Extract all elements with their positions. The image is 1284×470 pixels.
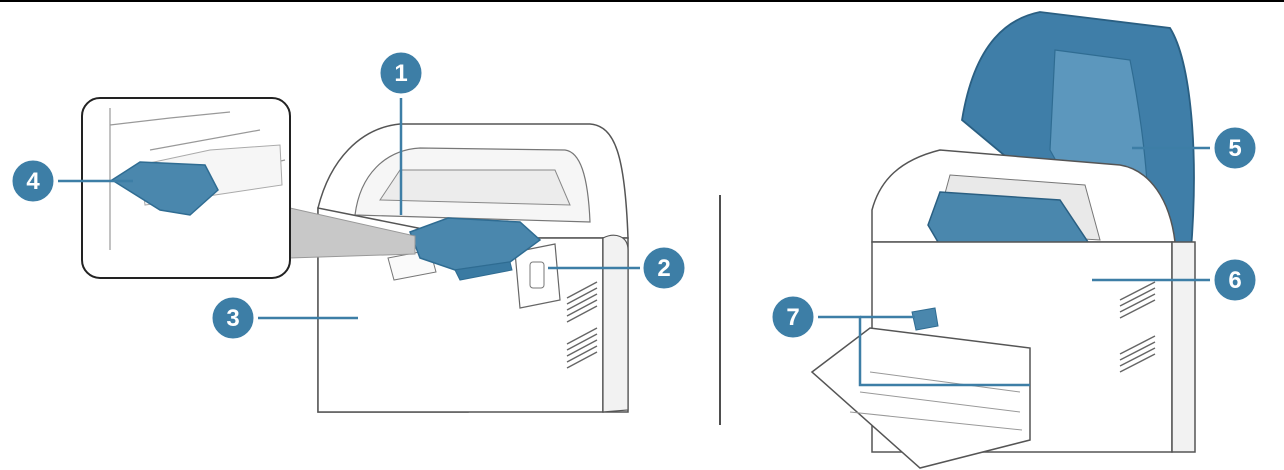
callout-label-7: 7: [786, 304, 799, 331]
power-button: [529, 261, 545, 289]
open-input-tray: [810, 327, 1031, 469]
zoom-tray-highlight: [110, 161, 219, 216]
callout-badge-5: 5: [1211, 124, 1259, 172]
paper-guide-highlight: [911, 307, 939, 331]
circle-number-badge-icon: [377, 49, 425, 97]
callout-label-1: 1: [394, 60, 407, 87]
leader-lines: [58, 98, 1210, 387]
leader-line-7: [818, 315, 1030, 387]
callout-label-5: 5: [1228, 135, 1241, 162]
callout-label-4: 4: [26, 168, 40, 195]
printer-open-view: [810, 11, 1196, 469]
callout-badge-7: 7: [769, 293, 817, 341]
callout-label-3: 3: [226, 305, 239, 332]
printer-open-side: [1171, 241, 1196, 453]
circle-number-badge-icon: [1211, 256, 1259, 304]
output-tray-highlight: [409, 217, 542, 271]
callout-badge-4: 4: [9, 157, 57, 205]
printer-side-panel: [602, 234, 629, 413]
circle-number-badge-icon: [769, 293, 817, 341]
zoom-printer-edge: [109, 108, 286, 250]
output-tray-support: [454, 261, 513, 281]
vent-grille-icon: [1119, 281, 1156, 373]
circle-number-badge-icon: [640, 244, 688, 292]
output-slot: [379, 169, 571, 206]
callout-badge-6: 6: [1211, 256, 1259, 304]
callout-badge-3: 3: [209, 294, 257, 342]
circle-number-badge-icon: [209, 294, 257, 342]
callout-badge-1: 1: [377, 49, 425, 97]
callout-label-6: 6: [1228, 267, 1241, 294]
callout-label-2: 2: [657, 255, 670, 282]
callout-badge-2: 2: [640, 244, 688, 292]
input-tray-ribs: [849, 371, 1023, 431]
vent-grille-icon: [566, 281, 598, 369]
circle-number-badge-icon: [9, 157, 57, 205]
circle-number-badge-icon: [1211, 124, 1259, 172]
zoom-inset: [81, 97, 291, 279]
